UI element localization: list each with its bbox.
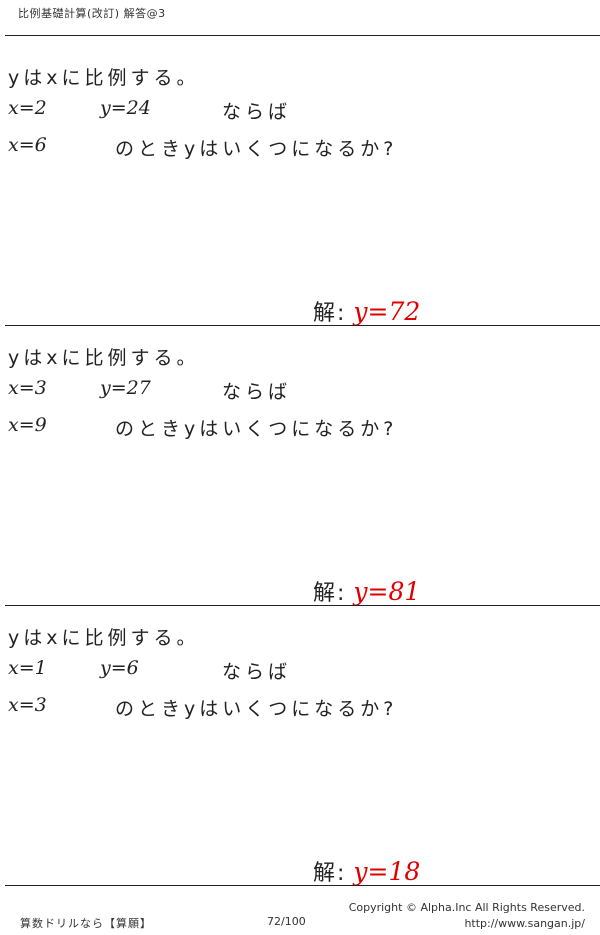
header-title: 比例基礎計算(改訂) 解答@3 [18,7,166,20]
given-x: x=1 [8,657,47,679]
answer-value: y=81 [353,577,421,606]
problem-3: yはxに比例する。 x=1 y=6 ならば x=3 のときyはいくつになるか? … [0,602,600,887]
problem-2: yはxに比例する。 x=3 y=27 ならば x=9 のときyはいくつになるか?… [0,322,600,607]
ask-x: x=6 [8,134,47,156]
footer-copyright-block: Copyright © Alpha.Inc All Rights Reserve… [349,900,585,932]
copyright-text: Copyright © Alpha.Inc All Rights Reserve… [348,901,585,914]
bottom-rule [5,885,600,886]
answer: 解: y=81 [313,575,420,607]
answer: 解: y=72 [313,295,420,327]
question-text: のときyはいくつになるか? [115,138,398,160]
ask-x: x=3 [8,694,47,716]
page-number: 72/100 [267,915,306,928]
answer-label: 解: [313,861,347,886]
problem-intro: yはxに比例する。 [8,627,200,649]
site-url: http://www.sangan.jp/ [464,917,585,930]
answer-label: 解: [313,581,347,606]
problem-intro: yはxに比例する。 [8,347,200,369]
problem-1: yはxに比例する。 x=2 y=24 ならば x=6 のときyはいくつになるか?… [0,42,600,327]
condition-text: ならば [222,381,292,403]
given-y: y=6 [100,657,139,679]
given-x: x=3 [8,377,47,399]
ask-x: x=9 [8,414,47,436]
divider-rule [5,325,600,326]
answer-label: 解: [313,301,347,326]
answer: 解: y=18 [313,855,420,887]
condition-text: ならば [222,661,292,683]
given-y: y=27 [100,377,151,399]
given-x: x=2 [8,97,47,119]
condition-text: ならば [222,101,292,123]
answer-value: y=72 [353,297,421,326]
divider-rule [5,605,600,606]
question-text: のときyはいくつになるか? [115,698,398,720]
given-y: y=24 [100,97,151,119]
top-rule [5,35,600,36]
footer-brand: 算数ドリルなら【算願】 [20,917,152,930]
answer-value: y=18 [353,857,421,886]
problem-intro: yはxに比例する。 [8,67,200,89]
question-text: のときyはいくつになるか? [115,418,398,440]
